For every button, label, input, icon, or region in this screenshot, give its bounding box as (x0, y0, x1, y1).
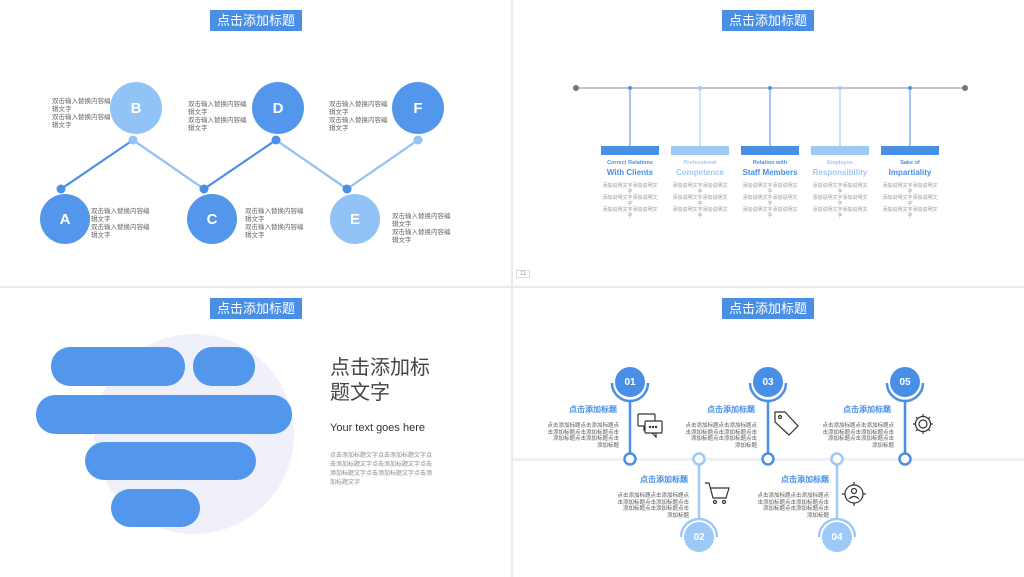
item-label-5[interactable]: Sake of Impartiality (881, 159, 939, 177)
slide-process-steps[interactable]: 点击添加标题 01 03 05 02 04 点击添加标题 点击添加标题点击添加标… (513, 288, 1024, 577)
heading[interactable]: 点击添加标 题文字 (330, 357, 430, 404)
step-connectors (610, 382, 925, 538)
step-label-01[interactable]: 点击添加标题 (569, 405, 617, 414)
tag-icon (774, 411, 799, 436)
timeline-lines (573, 85, 968, 155)
item-small: Employee (827, 160, 853, 166)
pill-shape[interactable] (85, 442, 256, 480)
node-a[interactable]: A (40, 194, 90, 244)
pill-shape[interactable] (36, 395, 292, 434)
pill-shape[interactable] (111, 489, 200, 527)
pill-shape[interactable] (51, 347, 185, 386)
node-d[interactable]: D (252, 82, 304, 134)
cart-icon (705, 482, 730, 505)
item-desc-5[interactable]: 添加说明文字添加说明文字 添加说明文字添加说明文字 添加说明文字添加说明文字 (882, 183, 938, 219)
node-e-text[interactable]: 双击输入替换内容编 辑文字 双击输入替换内容编 辑文字 (392, 213, 451, 244)
item-big: Impartiality (888, 168, 932, 177)
step-desc-04[interactable]: 点击添加标题点击添加标题点 击添加标题点击添加标题点击 添加标题点击添加标题点击… (757, 493, 829, 519)
item-desc-1[interactable]: 添加说明文字添加说明文字 添加说明文字添加说明文字 添加说明文字添加说明文字 (602, 183, 658, 219)
item-small: Relation with (752, 160, 788, 166)
step-desc-01[interactable]: 点击添加标题点击添加标题点 击添加标题点击添加标题点击 添加标题点击添加标题点击… (547, 423, 619, 449)
body-text[interactable]: 点击添加标题文字点击添加标题文字点 击添加标题文字点击添加标题文字点击 添加标题… (330, 453, 433, 486)
step-label-02[interactable]: 点击添加标题 (640, 475, 688, 484)
item-big: Staff Members (742, 168, 798, 177)
slide-text-block[interactable]: 点击添加标题 点击添加标 题文字 Your text goes here 点击添… (0, 288, 511, 577)
node-c[interactable]: C (187, 194, 237, 244)
step-number-04[interactable]: 04 (822, 522, 852, 552)
step-desc-05[interactable]: 点击添加标题点击添加标题点 击添加标题点击添加标题点击 添加标题点击添加标题点击… (822, 423, 894, 449)
node-b-text[interactable]: 双击输入替换内容编 辑文字 双击输入替换内容编 辑文字 (52, 98, 111, 129)
slide-title[interactable]: 点击添加标题 (722, 10, 815, 31)
item-desc-4[interactable]: 添加说明文字添加说明文字 添加说明文字添加说明文字 添加说明文字添加说明文字 (812, 183, 868, 219)
gear-icon (913, 414, 933, 434)
slide-title[interactable]: 点击添加标题 (722, 298, 815, 319)
step-number-03[interactable]: 03 (753, 367, 783, 397)
step-desc-03[interactable]: 点击添加标题点击添加标题点 击添加标题点击添加标题点击 添加标题点击添加标题点击… (685, 423, 757, 449)
node-b[interactable]: B (110, 82, 162, 134)
zigzag-lines (56, 135, 423, 194)
node-e[interactable]: E (330, 194, 380, 244)
target-user-icon (842, 482, 866, 506)
node-a-text[interactable]: 双击输入替换内容编 辑文字 双击输入替换内容编 辑文字 (91, 208, 150, 239)
step-number-01[interactable]: 01 (615, 367, 645, 397)
pill-shape[interactable] (193, 347, 255, 386)
item-big: Competence (675, 168, 724, 177)
item-big: Responsibility (812, 168, 868, 177)
node-f[interactable]: F (392, 82, 444, 134)
chat-icon (637, 413, 663, 439)
item-desc-2[interactable]: 添加说明文字添加说明文字 添加说明文字添加说明文字 添加说明文字添加说明文字 (672, 183, 728, 219)
node-c-text[interactable]: 双击输入替换内容编 辑文字 双击输入替换内容编 辑文字 (245, 208, 304, 239)
step-label-05[interactable]: 点击添加标题 (843, 405, 891, 414)
item-small: Sake of (900, 160, 920, 166)
step-desc-02[interactable]: 点击添加标题点击添加标题点 击添加标题点击添加标题点击 添加标题点击添加标题点击… (617, 493, 689, 519)
item-big: With Clients (606, 168, 654, 177)
page-number: 11 (516, 270, 531, 278)
item-desc-3[interactable]: 添加说明文字添加说明文字 添加说明文字添加说明文字 添加说明文字添加说明文字 (742, 183, 798, 219)
step-icons (637, 411, 933, 506)
node-d-text[interactable]: 双击输入替换内容编 辑文字 双击输入替换内容编 辑文字 (188, 101, 247, 132)
subheading[interactable]: Your text goes here (330, 422, 425, 434)
node-f-text[interactable]: 双击输入替换内容编 辑文字 双击输入替换内容编 辑文字 (329, 101, 388, 132)
step-label-03[interactable]: 点击添加标题 (707, 405, 755, 414)
step-number-05[interactable]: 05 (890, 367, 920, 397)
step-label-04[interactable]: 点击添加标题 (781, 475, 829, 484)
item-small: Correct Relations (607, 160, 653, 166)
step-number-02[interactable]: 02 (684, 522, 714, 552)
item-small: Professional (683, 160, 717, 166)
slide-zigzag[interactable]: 点击添加标题 B D F A C E 双击输入替换内容编 辑文字 双击输入替换内… (0, 0, 511, 286)
slide-title[interactable]: 点击添加标题 (210, 10, 303, 31)
slide-title[interactable]: 点击添加标题 (210, 298, 303, 319)
